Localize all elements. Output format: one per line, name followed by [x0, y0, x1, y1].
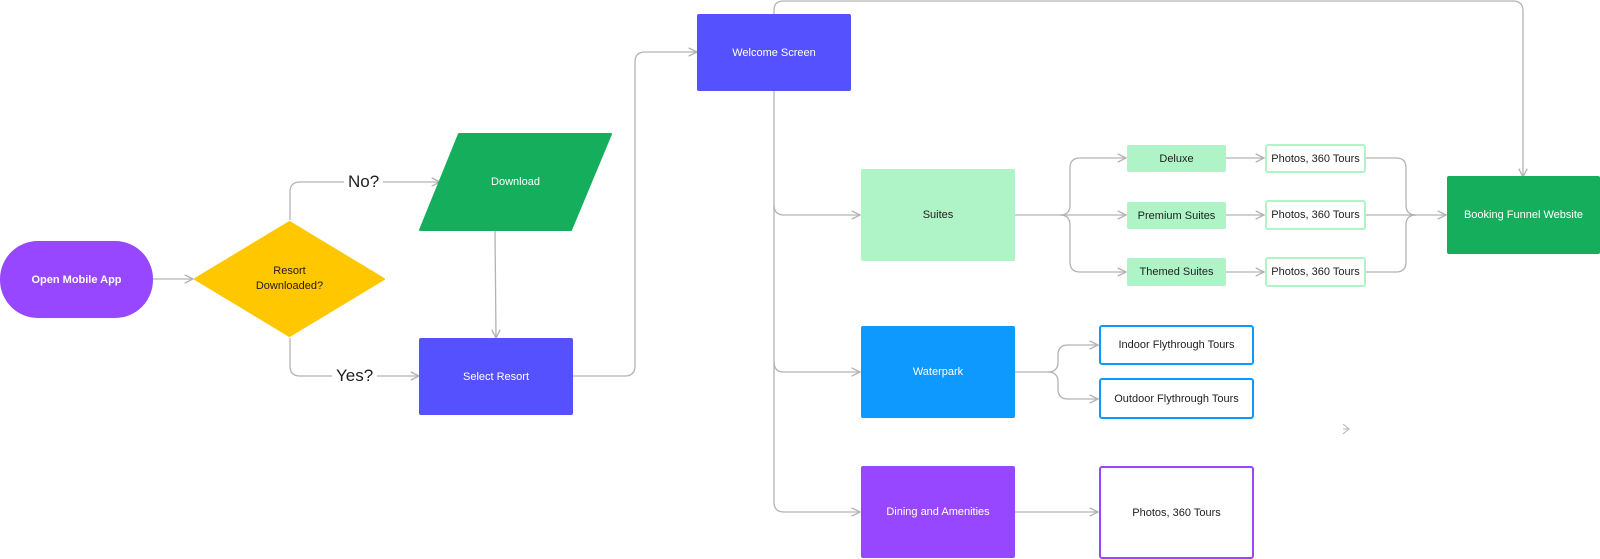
connector-decision-to-select [289, 338, 419, 376]
welcome-screen-node[interactable]: Welcome Screen [697, 14, 851, 91]
photos-dining-node[interactable]: Photos, 360 Tours [1099, 466, 1254, 559]
dining-amenities-label: Dining and Amenities [886, 506, 990, 518]
booking-funnel-label: Booking Funnel Website [1463, 209, 1584, 221]
connector-photos3-to-booking [1366, 214, 1417, 273]
dining-amenities-node[interactable]: Dining and Amenities [861, 466, 1015, 558]
connector-welcome-to-suites [773, 204, 860, 215]
booking-funnel-node[interactable]: Booking Funnel Website [1447, 176, 1600, 254]
download-node[interactable]: Download [419, 133, 612, 231]
indoor-flythrough-node[interactable]: Indoor Flythrough Tours [1099, 325, 1254, 365]
edge-label-no: No? [344, 172, 384, 192]
connector-suites-to-themed [1059, 214, 1126, 272]
edge-label-yes: Yes? [332, 366, 378, 386]
themed-suites-node[interactable]: Themed Suites [1127, 258, 1226, 286]
deluxe-label: Deluxe [1159, 152, 1194, 165]
connector-welcome-to-waterpark [773, 361, 860, 372]
connector-download-to-select [495, 230, 496, 338]
connector-decision-to-download [289, 182, 440, 220]
welcome-screen-label: Welcome Screen [732, 46, 816, 59]
suites-label: Suites [922, 209, 954, 221]
connector-suites-to-deluxe [1059, 158, 1126, 216]
deluxe-node[interactable]: Deluxe [1127, 145, 1226, 172]
premium-suites-label: Premium Suites [1137, 209, 1216, 222]
resort-downloaded-label: Resort Downloaded? [255, 265, 324, 292]
photos-dining-label: Photos, 360 Tours [1132, 506, 1221, 519]
photos-themed-node[interactable]: Photos, 360 Tours [1265, 257, 1366, 287]
connector-waterpark-to-indoor [1047, 345, 1098, 373]
connector-waterpark-to-outdoor [1047, 371, 1098, 399]
open-mobile-app-node[interactable]: Open Mobile App [0, 241, 153, 318]
themed-suites-label: Themed Suites [1139, 266, 1214, 278]
diamond-shape [194, 221, 385, 337]
select-resort-label: Select Resort [462, 370, 530, 383]
select-resort-node[interactable]: Select Resort [419, 338, 573, 415]
download-label: Download [491, 175, 540, 188]
waterpark-node[interactable]: Waterpark [861, 326, 1015, 418]
connector-photos1-to-booking [1366, 157, 1417, 216]
premium-suites-node[interactable]: Premium Suites [1127, 202, 1226, 229]
outdoor-flythrough-label: Outdoor Flythrough Tours [1114, 392, 1239, 405]
connector-select-to-welcome [573, 52, 697, 377]
photos-premium-label: Photos, 360 Tours [1271, 209, 1360, 221]
photos-deluxe-label: Photos, 360 Tours [1271, 152, 1360, 165]
outdoor-flythrough-node[interactable]: Outdoor Flythrough Tours [1099, 378, 1254, 419]
photos-deluxe-node[interactable]: Photos, 360 Tours [1265, 144, 1366, 173]
resort-downloaded-decision[interactable]: Resort Downloaded? [193, 220, 386, 338]
parallelogram-shape [419, 133, 612, 231]
connector-welcome-trunk [773, 91, 860, 512]
indoor-flythrough-label: Indoor Flythrough Tours [1118, 339, 1235, 351]
photos-themed-label: Photos, 360 Tours [1271, 266, 1360, 278]
stray-arrow-icon [1342, 423, 1350, 435]
waterpark-label: Waterpark [912, 366, 964, 378]
suites-node[interactable]: Suites [861, 169, 1015, 261]
photos-premium-node[interactable]: Photos, 360 Tours [1265, 200, 1366, 230]
connector-welcome-to-booking [773, 0, 1523, 177]
open-mobile-app-label: Open Mobile App [31, 273, 122, 286]
